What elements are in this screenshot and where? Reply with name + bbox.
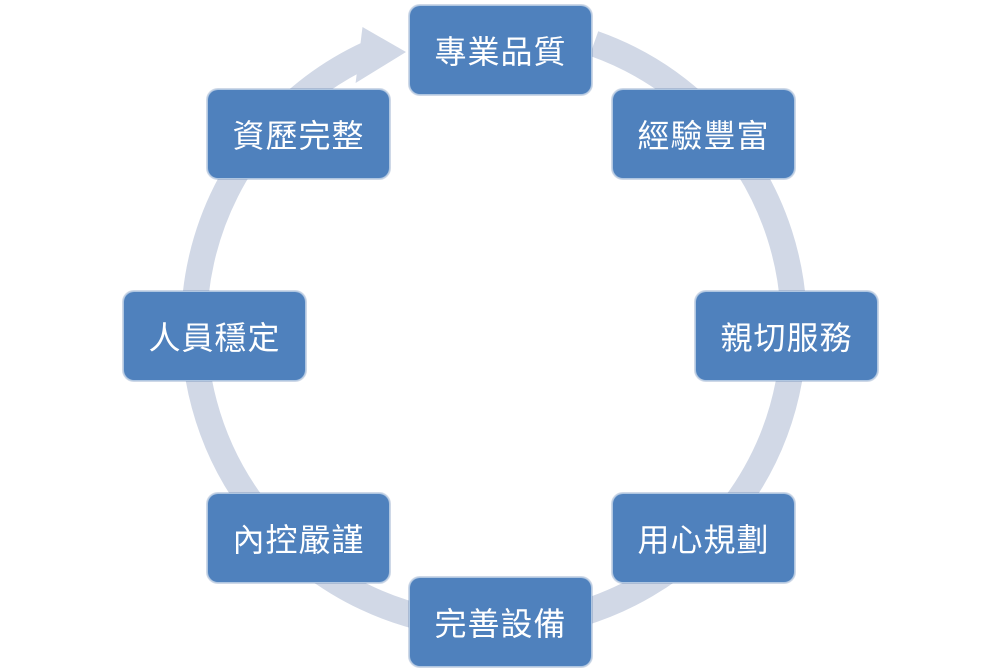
node-label: 資歷完整: [232, 117, 365, 155]
node-label: 完善設備: [434, 605, 567, 643]
cycle-node-3: 親切服務: [695, 291, 878, 381]
node-label: 人員穩定: [148, 319, 281, 357]
node-label: 專業品質: [434, 33, 567, 71]
node-label: 內控嚴謹: [232, 521, 365, 559]
cycle-node-7: 人員穩定: [123, 291, 306, 381]
cycle-node-4: 用心規劃: [612, 493, 795, 583]
node-label: 親切服務: [720, 319, 853, 357]
node-label: 用心規劃: [637, 521, 770, 559]
cycle-node-2: 經驗豐富: [612, 89, 795, 179]
cycle-arrowhead: [355, 27, 406, 83]
node-label: 經驗豐富: [637, 117, 770, 155]
cycle-node-6: 內控嚴謹: [207, 493, 390, 583]
cycle-node-8: 資歷完整: [207, 89, 390, 179]
cycle-node-5: 完善設備: [409, 577, 592, 667]
cycle-node-1: 專業品質: [409, 5, 592, 95]
